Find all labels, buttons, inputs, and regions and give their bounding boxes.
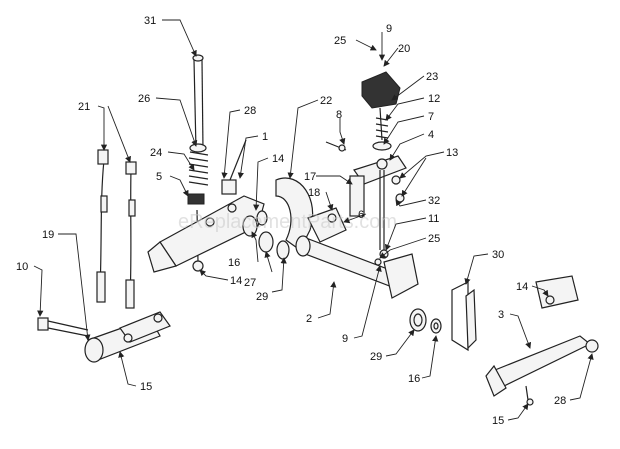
callout-24: 24 (150, 147, 162, 159)
callout-27: 27 (244, 277, 256, 289)
callout-14-right: 14 (516, 281, 528, 293)
callout-13: 13 (446, 147, 458, 159)
shift-handle (325, 71, 407, 266)
callout-10: 10 (16, 261, 28, 273)
callout-3: 3 (498, 309, 504, 321)
callout-22: 22 (320, 95, 332, 107)
callout-11: 11 (428, 213, 439, 225)
callout-9: 9 (386, 23, 392, 35)
callout-29-left: 29 (256, 291, 268, 303)
callout-14-top: 14 (272, 153, 284, 165)
callout-14-bottom: 14 (230, 275, 242, 287)
main-shaft (275, 177, 419, 299)
callout-20: 20 (398, 43, 410, 55)
callout-5: 5 (156, 171, 162, 183)
callout-leaders (33, 19, 594, 421)
callout-9-lower: 9 (342, 333, 348, 345)
callout-32: 32 (428, 195, 440, 207)
callout-19: 19 (42, 229, 54, 241)
callout-17: 17 (304, 171, 316, 183)
callout-31: 31 (144, 15, 156, 27)
callout-30: 30 (492, 249, 504, 261)
callout-15-right: 15 (492, 415, 504, 427)
callout-28-right: 28 (554, 395, 566, 407)
callout-2: 2 (306, 313, 312, 325)
watermark-text: eReplacementParts.com (178, 211, 397, 233)
callout-18: 18 (308, 187, 320, 199)
callout-21: 21 (78, 101, 90, 113)
callout-12: 12 (428, 93, 440, 105)
right-arm (451, 275, 599, 406)
callout-15-left: 15 (140, 381, 152, 393)
lever-bracket (147, 139, 265, 273)
callout-26: 26 (138, 93, 150, 105)
callout-29-right: 29 (370, 351, 382, 363)
callout-labels: 31 9 25 20 23 21 26 28 22 12 7 8 1 4 24 … (16, 15, 566, 427)
bolt (37, 317, 89, 337)
callout-7: 7 (428, 111, 434, 123)
callout-16-left: 16 (228, 257, 240, 269)
callout-25-lower: 25 (428, 233, 440, 245)
cable-assembly (96, 149, 137, 309)
callout-4: 4 (428, 129, 434, 141)
callout-23: 23 (426, 71, 438, 83)
callout-1: 1 (262, 131, 268, 143)
callout-6: 6 (358, 209, 364, 221)
cylinder-assembly (84, 311, 171, 363)
callout-28: 28 (244, 105, 256, 117)
callout-16-right: 16 (408, 373, 420, 385)
bushing-set (409, 308, 442, 334)
callout-8: 8 (336, 109, 342, 121)
callout-25: 25 (334, 35, 346, 47)
